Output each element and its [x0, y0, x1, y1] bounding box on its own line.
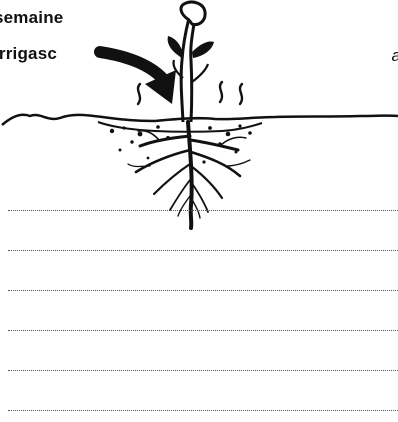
plant-seedling-icon [168, 2, 214, 122]
writing-line-5[interactable] [8, 370, 398, 371]
roots-icon [128, 122, 250, 228]
writing-line-1[interactable] [8, 210, 398, 211]
arrow-icon [100, 52, 176, 104]
writing-line-3[interactable] [8, 290, 398, 291]
writing-line-4[interactable] [8, 330, 398, 331]
writing-line-6[interactable] [8, 410, 398, 411]
plant-illustration [0, 0, 398, 240]
writing-line-2[interactable] [8, 250, 398, 251]
